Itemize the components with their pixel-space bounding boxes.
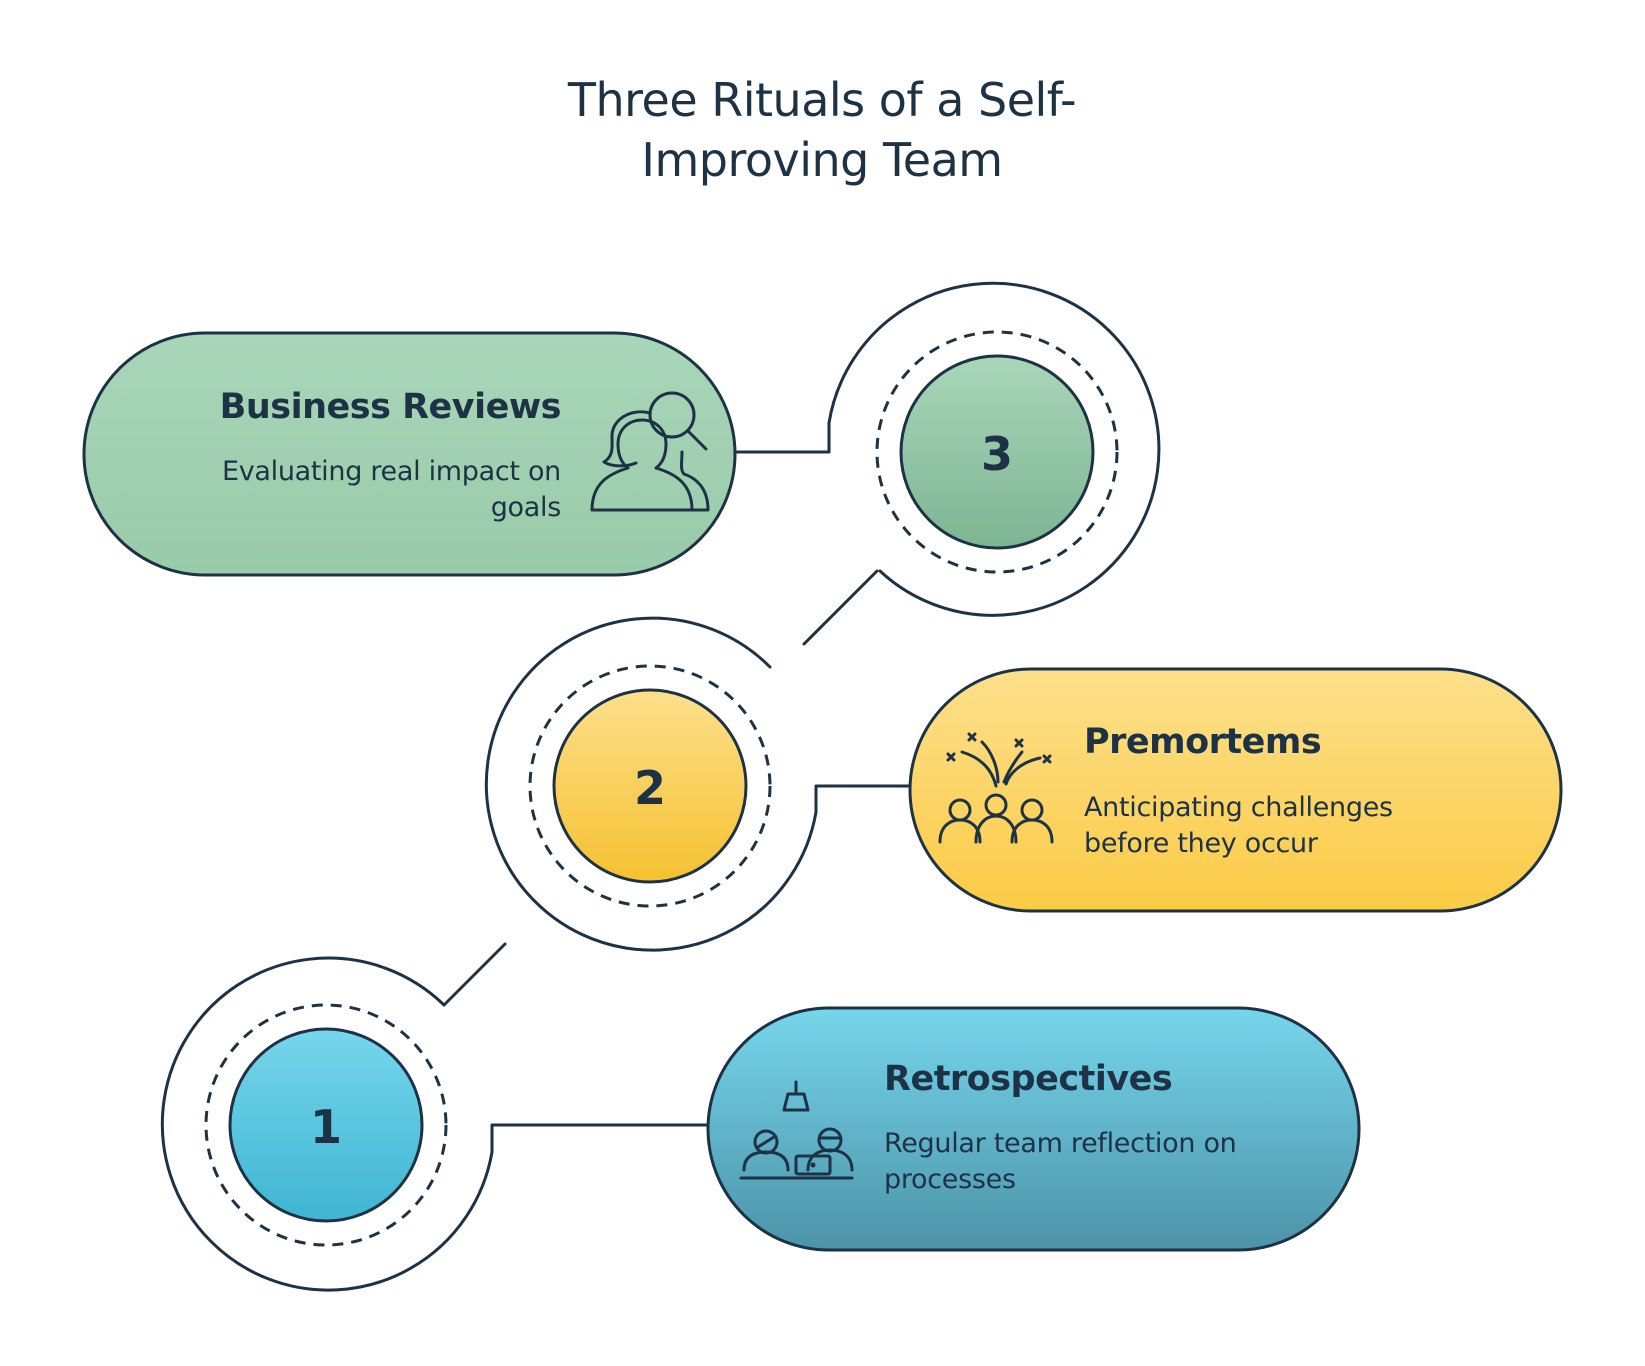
- connectors: [442, 421, 912, 1154]
- step-3-outer-ring: [827, 281, 1161, 617]
- step-3-dashed-ring: [875, 330, 1119, 574]
- page-title: Three Rituals of a Self- Improving Team: [567, 73, 1077, 187]
- step-1-dashed-ring: [204, 1003, 448, 1247]
- step-2-outer-ring: [484, 616, 818, 952]
- retrospectives-desc-line-1: Regular team reflection on: [884, 1128, 1236, 1159]
- step-1-outer-ring: [160, 956, 494, 1292]
- premortems-card: [908, 667, 1563, 913]
- step-3-number: 3: [981, 427, 1013, 481]
- step-3: 3 Business Reviews Evaluating real impac…: [82, 281, 1161, 617]
- connector-step1-card: [490, 1123, 710, 1154]
- people-search-icon: [590, 391, 710, 512]
- step-1: 1 Retrospectives Regular team reflection…: [160, 956, 1361, 1292]
- step-2-dashed-ring: [528, 664, 772, 908]
- step-2-circle: [552, 688, 748, 884]
- title-line-2: Improving Team: [641, 133, 1002, 187]
- business-reviews-card: [82, 331, 737, 577]
- premortems-desc-line-1: Anticipating challenges: [1084, 792, 1393, 823]
- retrospectives-title: Retrospectives: [884, 1059, 1172, 1099]
- connector-step1-step2: [442, 942, 507, 1007]
- connector-step3-card: [733, 421, 831, 454]
- team-meeting-icon: [739, 1080, 854, 1180]
- retrospectives-card: [706, 1006, 1361, 1252]
- business-reviews-title: Business Reviews: [220, 387, 561, 427]
- step-3-circle: [899, 354, 1095, 550]
- business-reviews-desc-line-2: goals: [491, 492, 561, 523]
- step-1-number: 1: [310, 1100, 342, 1154]
- retrospectives-desc-line-2: processes: [884, 1164, 1016, 1195]
- title-line-1: Three Rituals of a Self-: [567, 73, 1076, 127]
- step-2-number: 2: [634, 761, 666, 815]
- connector-step2-card: [814, 784, 912, 814]
- step-1-circle: [228, 1027, 424, 1223]
- business-reviews-desc-line-1: Evaluating real impact on: [222, 456, 561, 487]
- premortems-title: Premortems: [1084, 722, 1321, 762]
- connector-step2-step3: [802, 569, 879, 646]
- premortems-desc-line-2: before they occur: [1084, 828, 1319, 859]
- step-2: 2 Premortems Anticipating challenges bef…: [484, 616, 1563, 952]
- team-celebration-icon: [938, 732, 1054, 844]
